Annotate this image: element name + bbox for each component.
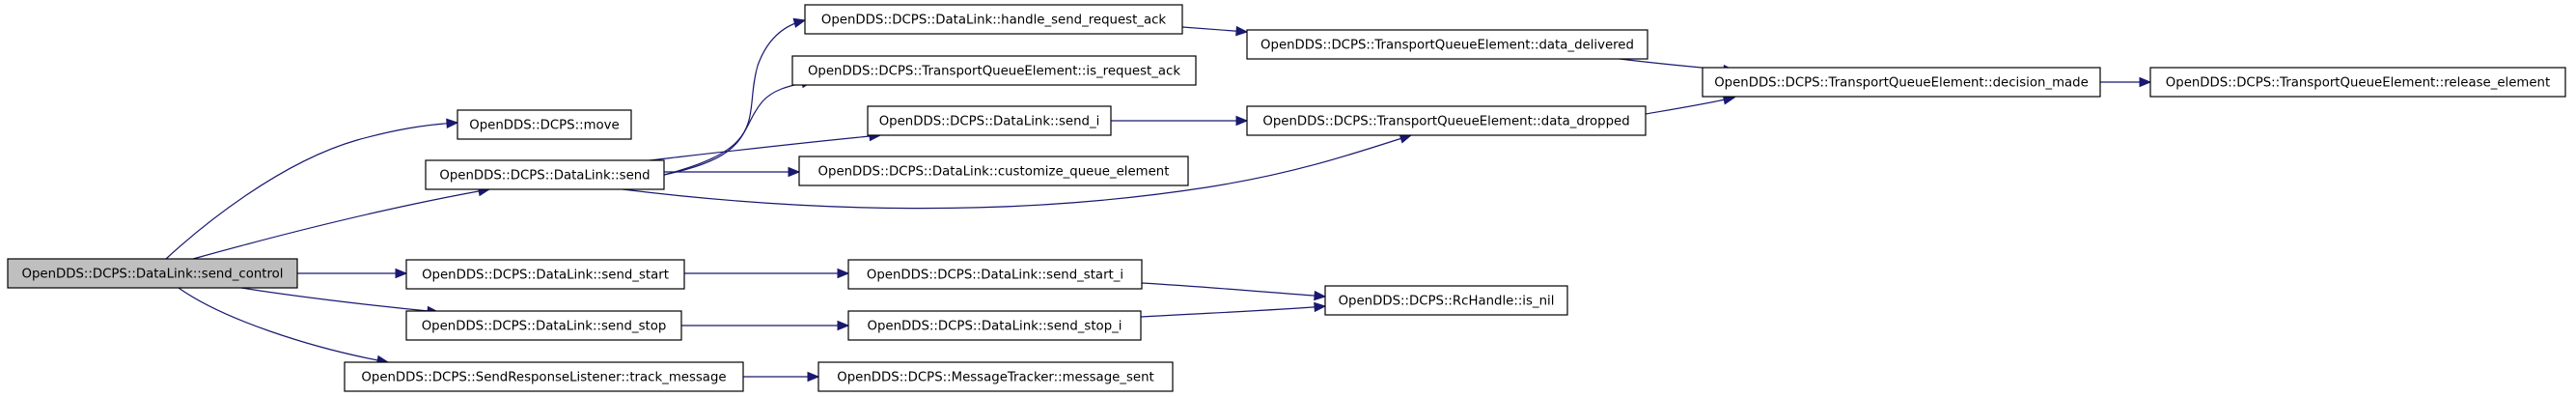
node-send-start[interactable]: OpenDDS::DCPS::DataLink::send_start [405, 259, 685, 290]
edge-send-stop-to-send-stop-i [681, 320, 850, 331]
arrowhead [446, 118, 459, 128]
arrowhead [788, 166, 801, 178]
arrowhead [837, 320, 850, 331]
node-send-start-i[interactable]: OpenDDS::DCPS::DataLink::send_start_i [847, 259, 1143, 290]
node-box [791, 55, 1197, 86]
edge-send-start-to-send-start-i [684, 268, 850, 279]
edge-send-control-to-track-message [178, 287, 390, 366]
edge-send-control-to-send [192, 185, 491, 260]
node-box [405, 310, 682, 341]
node-box [344, 361, 744, 392]
node-box [1702, 67, 2101, 98]
node-data-delivered[interactable]: OpenDDS::DCPS::TransportQueueElement::da… [1246, 29, 1648, 60]
edge-send-to-is-request-ack [663, 77, 815, 176]
node-box [457, 109, 632, 140]
node-label: OpenDDS::DCPS::TransportQueueElement::re… [2166, 76, 2550, 91]
node-box [847, 259, 1143, 290]
edge-handle-send-request-ack-to-data-delivered [1181, 25, 1249, 37]
node-box [847, 310, 1142, 341]
node-data-dropped[interactable]: OpenDDS::DCPS::TransportQueueElement::da… [1246, 105, 1647, 136]
node-label: OpenDDS::DCPS::DataLink::send_start_i [867, 269, 1123, 283]
edge-send-stop-i-to-is-nil [1140, 301, 1327, 318]
arrowhead [1314, 290, 1327, 301]
edge-decision-made-to-release-element [2100, 76, 2152, 88]
node-box [1246, 105, 1647, 136]
edge-track-message-to-message-sent [743, 371, 820, 383]
node-box [804, 4, 1183, 35]
edge-send-to-handle-send-request-ack [663, 17, 807, 176]
arrowhead [2139, 76, 2152, 88]
node-box [817, 361, 1174, 392]
arrowhead [837, 268, 850, 279]
arrowhead [1235, 115, 1249, 127]
node-move[interactable]: OpenDDS::DCPS::move [457, 109, 632, 140]
arrowhead [1235, 25, 1249, 37]
edge-send-control-to-move [165, 118, 459, 260]
node-decision-made[interactable]: OpenDDS::DCPS::TransportQueueElement::de… [1702, 67, 2101, 98]
node-handle-send-request-ack[interactable]: OpenDDS::DCPS::DataLink::handle_send_req… [804, 4, 1183, 35]
node-customize-queue-element[interactable]: OpenDDS::DCPS::DataLink::customize_queue… [798, 156, 1189, 186]
node-label: OpenDDS::DCPS::TransportQueueElement::de… [1714, 76, 2089, 91]
node-label: OpenDDS::DCPS::SendResponseListener::tra… [361, 371, 726, 385]
node-label: OpenDDS::DCPS::DataLink::send_i [879, 115, 1100, 129]
arrowhead [807, 371, 820, 383]
edge-send-start-i-to-is-nil [1141, 282, 1327, 301]
edge-data-dropped-to-decision-made [1645, 95, 1736, 115]
node-label: OpenDDS::DCPS::DataLink::send [439, 169, 650, 184]
node-send-i[interactable]: OpenDDS::DCPS::DataLink::send_i [867, 105, 1112, 136]
edge-send-to-customize-queue-element [664, 166, 801, 178]
node-box [405, 259, 685, 290]
edge-send-control-to-send-start [297, 268, 408, 279]
node-box [867, 105, 1112, 136]
edge-send-i-to-data-dropped [1111, 115, 1249, 127]
node-label: OpenDDS::DCPS::DataLink::handle_send_req… [821, 14, 1167, 28]
node-is-nil[interactable]: OpenDDS::DCPS::RcHandle::is_nil [1324, 285, 1568, 316]
node-label: OpenDDS::DCPS::RcHandle::is_nil [1339, 295, 1555, 309]
node-label: OpenDDS::DCPS::DataLink::send_stop [422, 320, 667, 334]
node-track-message[interactable]: OpenDDS::DCPS::SendResponseListener::tra… [344, 361, 744, 392]
node-send[interactable]: OpenDDS::DCPS::DataLink::send [425, 159, 665, 190]
node-send-control[interactable]: OpenDDS::DCPS::DataLink::send_control [7, 258, 298, 289]
node-label: OpenDDS::DCPS::DataLink::send_stop_i [868, 320, 1122, 334]
arrowhead [792, 17, 807, 28]
node-message-sent[interactable]: OpenDDS::DCPS::MessageTracker::message_s… [817, 361, 1174, 392]
node-box [425, 159, 665, 190]
node-label: OpenDDS::DCPS::MessageTracker::message_s… [837, 371, 1153, 385]
node-label: OpenDDS::DCPS::TransportQueueElement::da… [1260, 39, 1634, 53]
arrowhead [395, 268, 408, 279]
node-box [7, 258, 298, 289]
node-box [1246, 29, 1648, 60]
node-box [798, 156, 1189, 186]
node-send-stop-i[interactable]: OpenDDS::DCPS::DataLink::send_stop_i [847, 310, 1142, 341]
node-release-element[interactable]: OpenDDS::DCPS::TransportQueueElement::re… [2149, 67, 2566, 98]
node-label: OpenDDS::DCPS::DataLink::send_start [422, 269, 669, 283]
node-box [1324, 285, 1568, 316]
node-send-stop[interactable]: OpenDDS::DCPS::DataLink::send_stop [405, 310, 682, 341]
node-label: OpenDDS::DCPS::DataLink::customize_queue… [818, 165, 1170, 180]
node-box [2149, 67, 2566, 98]
node-is-request-ack[interactable]: OpenDDS::DCPS::TransportQueueElement::is… [791, 55, 1197, 86]
node-label: OpenDDS::DCPS::move [469, 119, 619, 133]
arrowhead [1314, 301, 1327, 313]
node-label: OpenDDS::DCPS::TransportQueueElement::da… [1262, 115, 1629, 129]
node-label: OpenDDS::DCPS::DataLink::send_control [22, 268, 284, 282]
node-label: OpenDDS::DCPS::TransportQueueElement::is… [808, 65, 1180, 79]
